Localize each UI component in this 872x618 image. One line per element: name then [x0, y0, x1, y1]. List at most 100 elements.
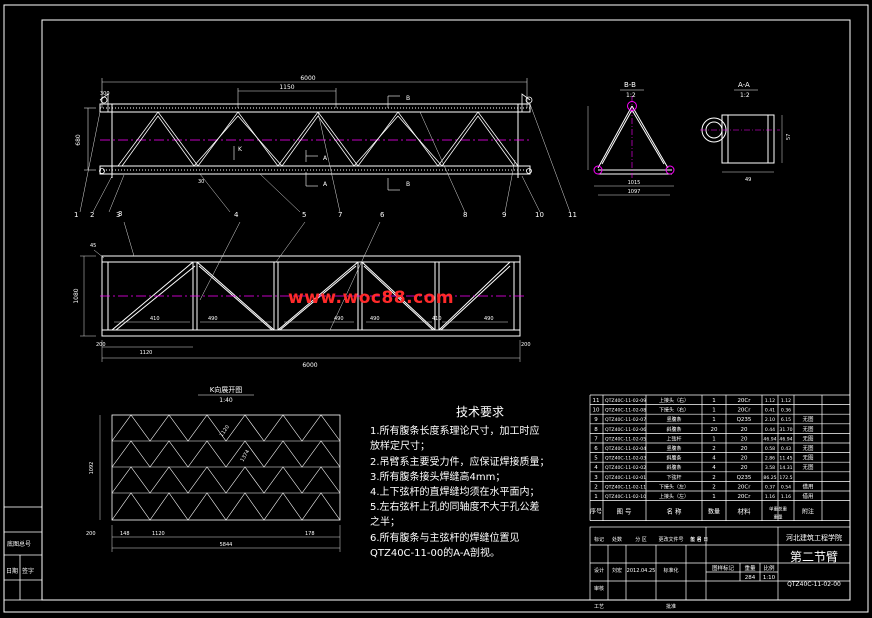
plan-corner-dim: 45	[90, 243, 96, 249]
plan-panel-dim-1: 410	[150, 316, 160, 322]
bom-material: 20Cr	[737, 408, 751, 414]
bom-material: 20	[741, 465, 748, 471]
bom-note: 无图	[802, 444, 814, 452]
bom-qty: 2	[712, 484, 716, 490]
k-view-diag-dim-1: 1120	[219, 424, 231, 438]
bom-code: QTZ40C-11-02-04	[605, 446, 646, 452]
bom-material: 20	[741, 427, 748, 433]
bom-unit-weight: 0.44	[765, 427, 775, 433]
bom-name: 斜腹条	[666, 426, 681, 433]
bom-note: 无图	[802, 463, 814, 471]
plan-panel-dim-2: 490	[208, 316, 218, 322]
bom-unit-weight: 1.12	[765, 398, 775, 404]
elev-overall-dim: 6000	[300, 75, 315, 82]
title-block-cell: 审核	[594, 585, 604, 592]
bom-code: QTZ40C-11-02-11	[605, 484, 646, 490]
section-aa-title: A-A	[738, 81, 750, 89]
section-bb-title: B-B	[624, 81, 636, 89]
bom-unit-weight: 2.10	[765, 417, 775, 423]
technical-notes: 技术要求 1.所有腹条长度系理论尺寸，加工时应 放样定尺寸； 2.吊臂系主要受力…	[370, 405, 580, 561]
k-view-overall-dim: 5844	[220, 542, 233, 548]
title-weight: 284	[745, 575, 756, 581]
bom-note: 无图	[802, 415, 814, 423]
bom-no: 5	[594, 456, 598, 462]
title-block-cell: 2012.04.25	[627, 568, 656, 574]
bom-qty: 1	[712, 417, 716, 423]
bom-code: QTZ40C-11-02-08	[605, 408, 646, 414]
inner-frame	[41, 19, 851, 601]
bom-total-weight: 0.43	[781, 446, 791, 452]
bom-note: 借用	[802, 492, 813, 500]
note-line: 3.所有腹条接头焊缝高4mm；	[370, 471, 506, 483]
title-block-cell: 年 月 日	[690, 536, 708, 543]
note-line: QTZ40C-11-00的A-A剖视。	[370, 547, 501, 559]
truss-elevation-view: 6000 1150 680 300 30	[75, 75, 571, 213]
bom-header-name: 名 称	[666, 507, 682, 516]
bom-no: 1	[594, 494, 598, 500]
plan-left-dim: 1120	[140, 350, 153, 356]
note-line: 4.上下弦杆的直焊缝均须在水平面内；	[370, 487, 540, 499]
callout-5: 5	[302, 211, 306, 219]
bom-header-qty: 数量	[708, 508, 720, 516]
bom-qty: 2	[712, 475, 716, 481]
bom-note: 借用	[802, 482, 813, 490]
elev-small-dim: 30	[198, 179, 204, 185]
bom-note: 无图	[802, 454, 814, 462]
callout-7: 7	[338, 211, 342, 219]
bom-material: Q235	[737, 417, 752, 423]
plan-left-end-dim: 200	[96, 342, 106, 348]
section-bb-scale: 1:2	[626, 92, 636, 99]
note-line: 1.所有腹条长度系理论尺寸，加工时应	[370, 426, 540, 438]
bom-total-weight: 6.15	[781, 417, 791, 423]
bom-code: QTZ40C-11-02-01	[605, 475, 646, 481]
k-view-height-dim: 1092	[89, 462, 95, 475]
bom-unit-weight: 46.94	[763, 436, 776, 442]
bom-code: QTZ40C-11-02-06	[605, 427, 646, 433]
title-weight-label: 重量	[744, 564, 756, 572]
bom-qty: 1	[712, 436, 716, 442]
title-block-cell: 刘宏	[612, 567, 622, 574]
title-block-cell: 标准化	[663, 567, 678, 574]
mark-b-bottom: B	[406, 181, 410, 188]
bom-no: 11	[593, 398, 600, 404]
bom-no: 7	[594, 436, 598, 442]
title-scale-label: 比例	[763, 564, 775, 572]
mark-a-bottom: A	[323, 181, 328, 188]
note-line: 6.所有腹条与主弦杆的焊缝位置见	[370, 532, 520, 544]
elev-panel-dim: 1150	[279, 84, 294, 91]
bom-code: QTZ40C-11-02-07	[605, 417, 646, 423]
section-bb-view: B-B 1:2 1015 1097	[587, 81, 675, 196]
bom-header-code: 图 号	[616, 508, 632, 516]
bom-header-weight2: 重量	[774, 514, 783, 521]
bom-material: 20Cr	[737, 484, 751, 490]
bom-material: 20	[741, 436, 748, 442]
title-block-cell: 工艺	[594, 604, 604, 610]
bom-no: 10	[593, 408, 600, 414]
k-view-bottom-dim-4: 178	[305, 531, 315, 537]
note-line: 放样定尺寸；	[370, 441, 430, 453]
bom-name: 斜腹条	[666, 464, 681, 471]
bom-qty: 4	[712, 465, 716, 471]
bom-name: 下弦杆	[666, 474, 681, 481]
mark-k: K	[238, 146, 243, 153]
bom-material: 20	[741, 456, 748, 462]
k-view-bottom-dim-1: 200	[86, 531, 96, 537]
bom-total-weight: 1.16	[781, 494, 791, 500]
bom-code: QTZ40C-11-02-05	[605, 436, 646, 442]
title-stage-label: 图样标记	[712, 564, 735, 572]
bom-name: 上接头（右）	[659, 397, 689, 404]
bom-name: 竖腹条	[666, 416, 681, 423]
note-line: 2.吊臂系主要受力件，应保证焊接质量；	[370, 456, 550, 468]
plan-panel-dim-4: 490	[370, 316, 380, 322]
title-drawing-no: QTZ40C-11-02-00	[787, 581, 841, 588]
bom-code: QTZ40C-11-02-03	[605, 456, 646, 462]
bom-total-weight: 172.5	[779, 475, 792, 481]
callout-8: 8	[463, 211, 467, 219]
bom-no: 2	[594, 484, 598, 490]
title-block-cell: 处数	[612, 536, 622, 543]
title-org: 河北建筑工程学院	[786, 533, 842, 542]
bom-material: 20Cr	[737, 494, 751, 500]
mark-b-top: B	[406, 95, 410, 102]
